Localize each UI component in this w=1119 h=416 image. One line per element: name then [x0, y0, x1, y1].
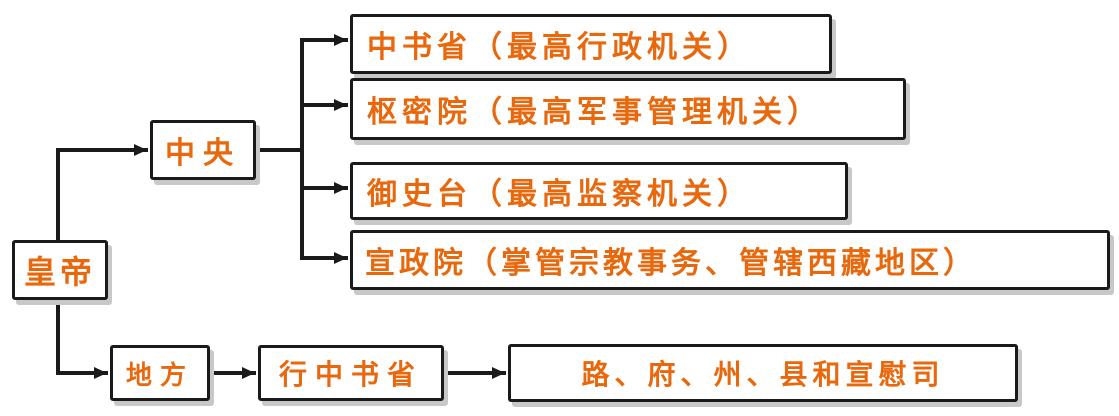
province-label: 行中书省 [278, 358, 423, 391]
lower-units-box: 路、府、州、县和宣慰司 [508, 344, 1018, 402]
central-box: 中央 [150, 120, 256, 180]
central-item-shumiyuan: 枢密院（最高军事管理机关） [350, 78, 906, 140]
emperor-box: 皇帝 [12, 240, 108, 300]
province-box: 行中书省 [258, 345, 444, 401]
central-item-label: 中书省（最高行政机关） [367, 30, 752, 65]
central-item-label: 宣政院（掌管宗教事务、管辖西藏地区） [365, 246, 977, 281]
central-item-yushitai: 御史台（最高监察机关） [350, 162, 848, 220]
central-item-zhongshusheng: 中书省（最高行政机关） [350, 14, 832, 74]
local-label: 地方 [125, 360, 194, 391]
arrow-emperor-central [56, 144, 148, 242]
central-item-label: 枢密院（最高军事管理机关） [367, 95, 822, 130]
central-item-xuanzhengyuan: 宣政院（掌管宗教事务、管辖西藏地区） [350, 230, 1110, 290]
emperor-label: 皇帝 [23, 253, 96, 291]
central-item-label: 御史台（最高监察机关） [367, 177, 752, 212]
central-label: 中央 [165, 136, 241, 171]
lower-units-label: 路、府、州、县和宣慰司 [581, 358, 945, 391]
arrow-emperor-local [56, 298, 108, 379]
local-box: 地方 [110, 345, 210, 401]
